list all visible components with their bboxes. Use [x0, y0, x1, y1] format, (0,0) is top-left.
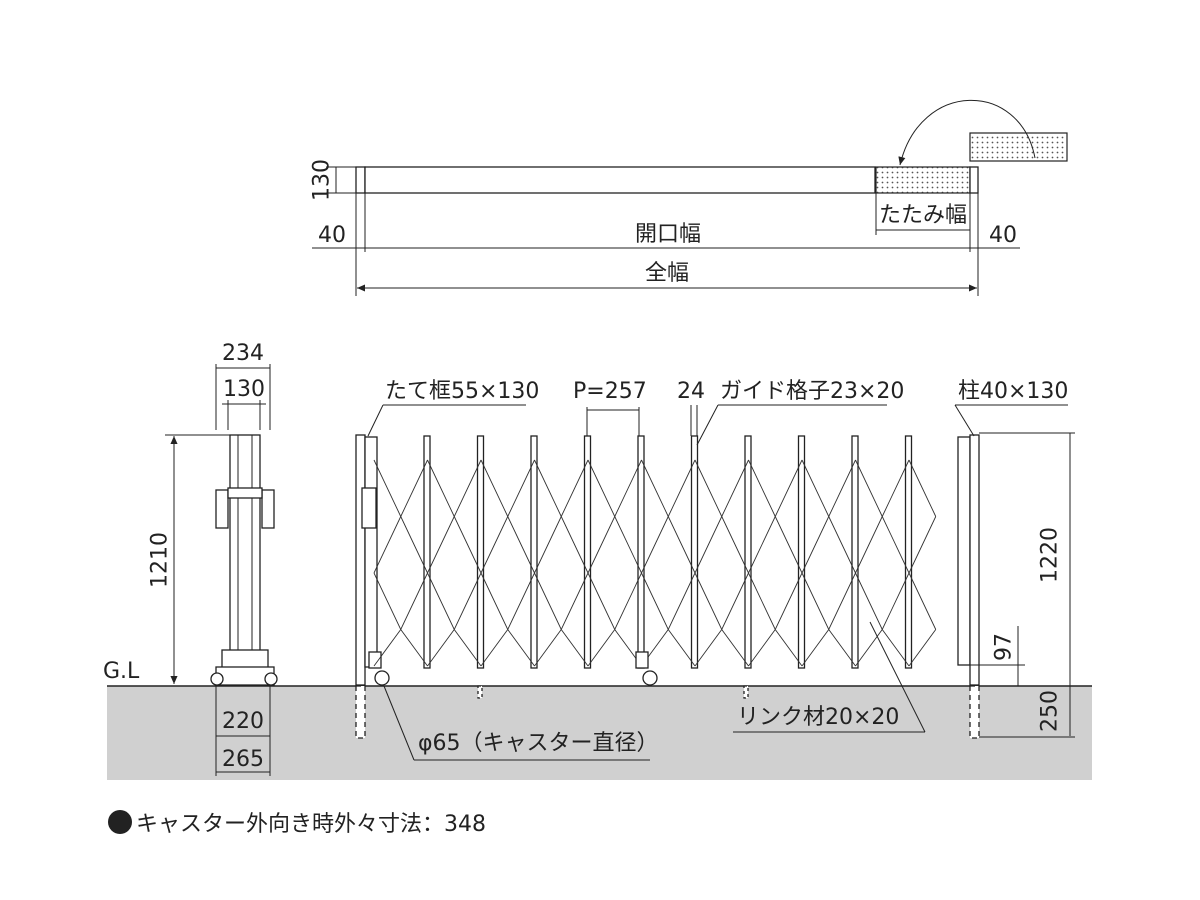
plan-left-post — [355, 166, 366, 194]
lattice — [373, 435, 937, 669]
plan-view: 130 40 開口幅 40 たたみ幅 全幅 — [310, 99, 1068, 296]
guide-bar — [476, 435, 485, 669]
post-label: 柱40×130 — [958, 379, 1068, 404]
bullet-icon — [108, 810, 132, 834]
guide-bar — [423, 435, 431, 669]
ground-level-label: G.L — [103, 659, 140, 684]
front-left-stile — [355, 434, 366, 686]
link-member — [427, 459, 535, 667]
side-handle-right — [261, 489, 275, 529]
bottom-gap-label: 97 — [992, 633, 1017, 661]
plan-gate-body — [364, 166, 876, 194]
guide-bar — [530, 435, 538, 669]
link-member — [373, 572, 428, 667]
footer-note-text: キャスター外向き時外々寸法：348 — [136, 812, 486, 837]
plan-height-label: 130 — [310, 159, 335, 201]
link-member — [641, 459, 749, 667]
front-caster-mid — [642, 670, 658, 686]
guide-gap-label: 24 — [677, 379, 705, 404]
link-member — [587, 459, 696, 667]
plan-right-post — [969, 166, 979, 194]
side-post-width-label: 130 — [223, 377, 265, 402]
side-handle-left — [215, 489, 229, 529]
guide-grid-label: ガイド格子23×20 — [720, 379, 904, 404]
guide-bar — [797, 435, 806, 669]
guide-bar — [637, 435, 645, 669]
link-member — [908, 629, 937, 667]
link-member — [855, 516, 937, 667]
front-view: たて框55×130 P=257 24 ガイド格子23×20 柱40×130 12… — [355, 379, 1075, 761]
link-member — [908, 459, 937, 517]
front-caster-left — [374, 670, 390, 686]
guide-bar — [690, 435, 699, 669]
stile-label: たて框55×130 — [385, 379, 539, 404]
pitch-label: P=257 — [573, 379, 647, 404]
link-member — [373, 459, 482, 667]
side-caster-right — [264, 672, 278, 686]
link-label: リンク材20×20 — [737, 705, 899, 730]
side-caster-span-label: 265 — [222, 747, 264, 772]
link-member — [801, 459, 910, 667]
side-base-width-label: 220 — [222, 709, 264, 734]
guide-bar — [904, 435, 913, 669]
plan-right-end-label: 40 — [989, 223, 1017, 248]
side-height-label: 1210 — [148, 532, 173, 588]
fold-swing-arrow — [898, 99, 1036, 166]
side-top-width-label: 234 — [222, 341, 264, 366]
link-member — [480, 459, 589, 667]
side-post — [229, 434, 261, 668]
front-lock — [361, 487, 377, 529]
front-right-post — [969, 434, 980, 686]
front-end-panel — [957, 436, 971, 666]
link-member — [694, 459, 803, 667]
plan-folded-alt — [969, 132, 1068, 162]
side-caster-left — [210, 672, 224, 686]
link-member — [748, 459, 856, 667]
footer-note: キャスター外向き時外々寸法：348 — [108, 806, 486, 838]
side-view: 234 130 1210 G.L 220 265 — [103, 341, 278, 776]
embed-depth-label: 250 — [1038, 690, 1063, 732]
ground-area — [107, 686, 1092, 780]
plan-total-width-label: 全幅 — [645, 261, 689, 286]
plan-left-end-label: 40 — [318, 223, 346, 248]
guide-bar — [744, 435, 752, 669]
link-member — [534, 459, 642, 667]
caster-label: φ65（キャスター直径） — [418, 731, 659, 756]
plan-folded-section — [875, 166, 971, 194]
side-base — [221, 649, 269, 669]
guide-bar — [851, 435, 859, 669]
plan-opening-width-label: 開口幅 — [635, 222, 701, 247]
guide-bar — [583, 435, 592, 669]
front-height-label: 1220 — [1038, 527, 1063, 583]
plan-folded-width-label: たたみ幅 — [879, 203, 967, 228]
link-member — [855, 459, 937, 630]
